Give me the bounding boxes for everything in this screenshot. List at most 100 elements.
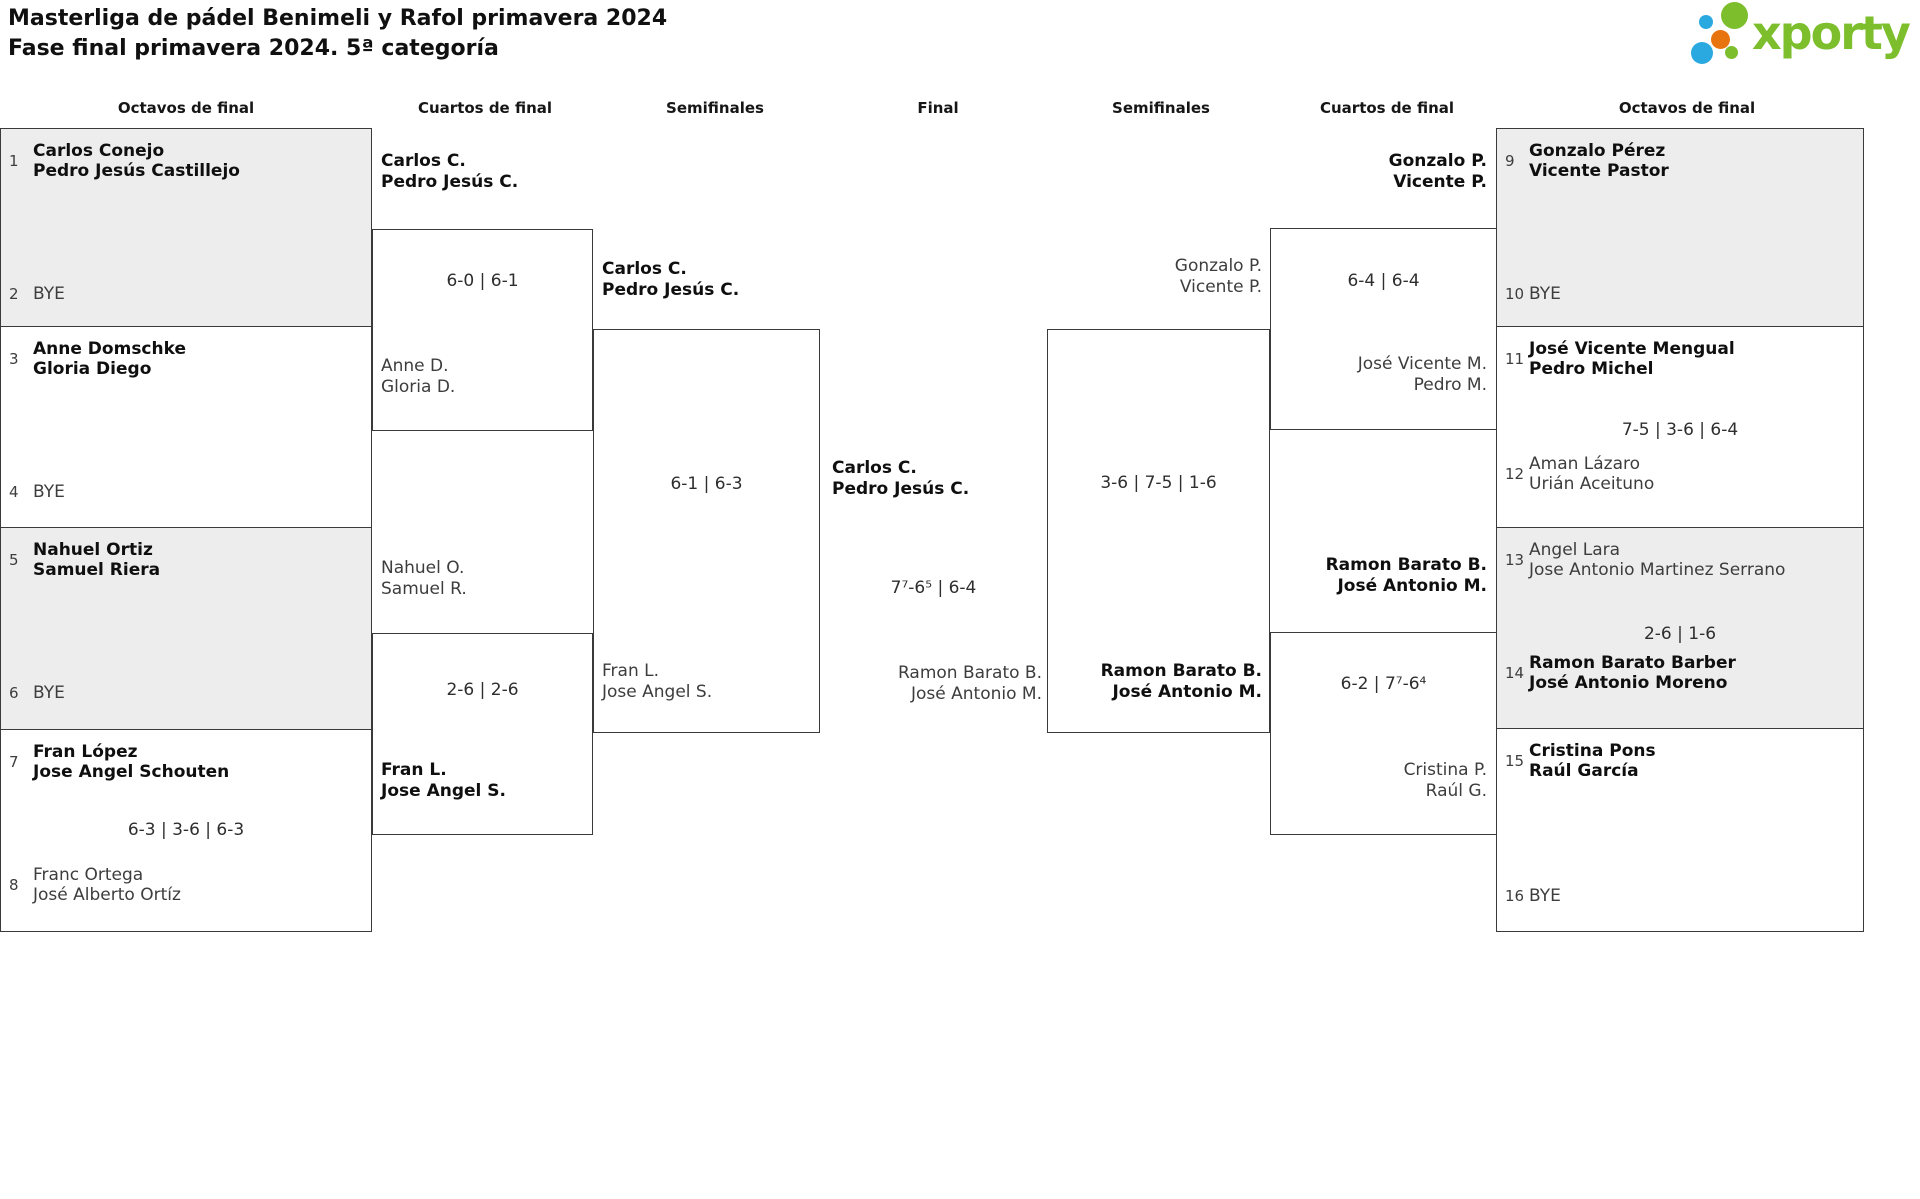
column-header-cuartos-left: Cuartos de final: [417, 99, 553, 117]
qf-team-label: Gonzalo P.Vicente P.: [1388, 151, 1487, 192]
seed-number: 3: [9, 349, 19, 368]
seed-number: 8: [9, 876, 19, 894]
sf-team-label: Ramon Barato B.José Antonio M.: [1100, 661, 1262, 702]
bracket-slot: 10 BYE: [1505, 284, 1857, 304]
qf-team-label: Nahuel O.Samuel R.: [381, 558, 467, 599]
final-score: 7⁷-6⁵ | 6-4: [890, 578, 977, 598]
qf-team-label: Anne D.Gloria D.: [381, 356, 456, 397]
seed-number: 5: [9, 551, 19, 569]
column-header-final: Final: [917, 99, 959, 117]
bye-label: BYE: [1529, 284, 1561, 304]
bye-label: BYE: [33, 481, 65, 502]
seed-number: 1: [9, 152, 19, 170]
seed-number: 13: [1505, 551, 1525, 569]
bracket-slot: 3 Anne Domschke Gloria Diego: [9, 339, 365, 379]
r16-match-box-9-10: 9 Gonzalo Pérez Vicente Pastor 10 BYE: [1496, 128, 1864, 327]
player-name: Cristina Pons: [1529, 741, 1656, 761]
bracket-slot: 7 Fran López Jose Angel Schouten: [9, 742, 365, 782]
player-name: Anne Domschke: [33, 338, 186, 359]
seed-number: 2: [9, 285, 19, 303]
player-name: Franc Ortega: [33, 865, 144, 885]
qf-left-box-2: [372, 633, 593, 835]
qf-right-box-2: [1270, 632, 1497, 835]
bracket-slot: 2 BYE: [9, 284, 365, 304]
sf-team-label: Fran L.Jose Angel S.: [602, 661, 713, 702]
player-name: Raúl García: [1529, 761, 1639, 781]
logo-dot-icon: [1691, 42, 1713, 64]
seed-number: 4: [9, 482, 19, 501]
qf-team-label: Cristina P.Raúl G.: [1403, 760, 1487, 801]
column-header-octavos-right: Octavos de final: [1618, 99, 1756, 117]
seed-number: 12: [1505, 464, 1525, 483]
bracket-slot: 9 Gonzalo Pérez Vicente Pastor: [1505, 141, 1857, 181]
player-name: Urián Aceituno: [1529, 473, 1655, 494]
match-score: 2-6 | 2-6: [446, 680, 519, 700]
player-name: Carlos Conejo: [33, 141, 165, 161]
r16-match-box-1-2: 1 Carlos Conejo Pedro Jesús Castillejo 2…: [0, 128, 372, 327]
player-name: Ramon Barato Barber: [1529, 653, 1736, 673]
player-name: José Antonio Moreno: [1529, 673, 1728, 693]
sf-left-box: [593, 329, 820, 733]
match-score: 6-1 | 6-3: [670, 474, 743, 494]
player-name: Gloria Diego: [33, 358, 152, 379]
bye-label: BYE: [33, 683, 65, 703]
player-name: Pedro Jesús Castillejo: [33, 161, 240, 181]
player-name: Aman Lázaro: [1529, 453, 1641, 474]
match-score: 2-6 | 1-6: [1643, 624, 1717, 644]
bracket-slot: 8 Franc Ortega José Alberto Ortíz: [9, 865, 365, 905]
qf-right-box-1: [1270, 228, 1497, 430]
player-name: Jose Angel Schouten: [33, 762, 230, 782]
bracket-slot: 1 Carlos Conejo Pedro Jesús Castillejo: [9, 141, 365, 181]
player-name: Nahuel Ortiz: [33, 540, 153, 560]
match-score: 6-2 | 7⁷-6⁴: [1340, 674, 1427, 694]
bracket-slot: 6 BYE: [9, 683, 365, 703]
match-score: 6-4 | 6-4: [1347, 271, 1420, 291]
final-team-label: Carlos C.Pedro Jesús C.: [832, 458, 970, 499]
page-title: Masterliga de pádel Benimeli y Rafol pri…: [8, 6, 668, 31]
player-name: Jose Antonio Martinez Serrano: [1529, 560, 1786, 580]
r16-match-box-7-8: 7 Fran López Jose Angel Schouten 6-3 | 3…: [0, 729, 372, 932]
final-team-label: Ramon Barato B.José Antonio M.: [897, 663, 1042, 704]
sf-team-label: Gonzalo P.Vicente P.: [1174, 256, 1262, 297]
r16-match-box-11-12: 11 José Vicente Mengual Pedro Michel 7-5…: [1496, 325, 1864, 529]
match-score: 7-5 | 3-6 | 6-4: [1621, 419, 1739, 440]
qf-team-label: José Vicente M.Pedro M.: [1357, 354, 1487, 395]
player-name: Vicente Pastor: [1529, 161, 1669, 181]
r16-match-box-15-16: 15 Cristina Pons Raúl García 16 BYE: [1496, 728, 1864, 932]
match-score: 6-0 | 6-1: [446, 271, 519, 291]
r16-match-box-5-6: 5 Nahuel Ortiz Samuel Riera 6 BYE: [0, 527, 372, 730]
xporty-logo[interactable]: xporty: [1690, 0, 1916, 72]
bracket-slot: 15 Cristina Pons Raúl García: [1505, 741, 1857, 781]
sf-right-box: [1047, 329, 1270, 733]
qf-team-label: Fran L.Jose Angel S.: [381, 760, 506, 801]
seed-number: 7: [9, 753, 19, 771]
bye-label: BYE: [33, 284, 65, 304]
bracket-slot: 5 Nahuel Ortiz Samuel Riera: [9, 540, 365, 580]
player-name: Pedro Michel: [1529, 358, 1654, 379]
column-header-octavos-left: Octavos de final: [117, 99, 255, 117]
qf-team-label: Ramon Barato B.José Antonio M.: [1325, 555, 1487, 596]
column-header-semifinales-right: Semifinales: [1112, 99, 1210, 117]
match-score: 3-6 | 7-5 | 1-6: [1100, 473, 1217, 493]
seed-number: 15: [1505, 752, 1525, 770]
logo-dot-icon: [1711, 30, 1730, 49]
column-header-semifinales-left: Semifinales: [666, 99, 764, 117]
logo-dot-icon: [1721, 2, 1748, 29]
match-score: 6-3 | 3-6 | 6-3: [127, 820, 245, 840]
bye-label: BYE: [1529, 886, 1561, 906]
qf-team-label: Carlos C.Pedro Jesús C.: [381, 151, 519, 192]
bracket-slot: 14 Ramon Barato Barber José Antonio More…: [1505, 653, 1857, 693]
bracket-slot: 11 José Vicente Mengual Pedro Michel: [1505, 339, 1857, 379]
seed-number: 14: [1505, 664, 1525, 682]
r16-match-box-3-4: 3 Anne Domschke Gloria Diego 4 BYE: [0, 325, 372, 528]
qf-left-box-1: [372, 229, 593, 431]
column-header-cuartos-right: Cuartos de final: [1319, 99, 1455, 117]
logo-dot-icon: [1699, 15, 1713, 29]
r16-match-box-13-14: 13 Angel Lara Jose Antonio Martinez Serr…: [1496, 527, 1864, 729]
logo-wordmark: xporty: [1752, 6, 1911, 60]
player-name: Fran López: [33, 742, 138, 762]
page-subtitle: Fase final primavera 2024. 5ª categoría: [8, 36, 499, 61]
bracket-slot: 16 BYE: [1505, 886, 1857, 906]
player-name: Angel Lara: [1529, 540, 1621, 560]
